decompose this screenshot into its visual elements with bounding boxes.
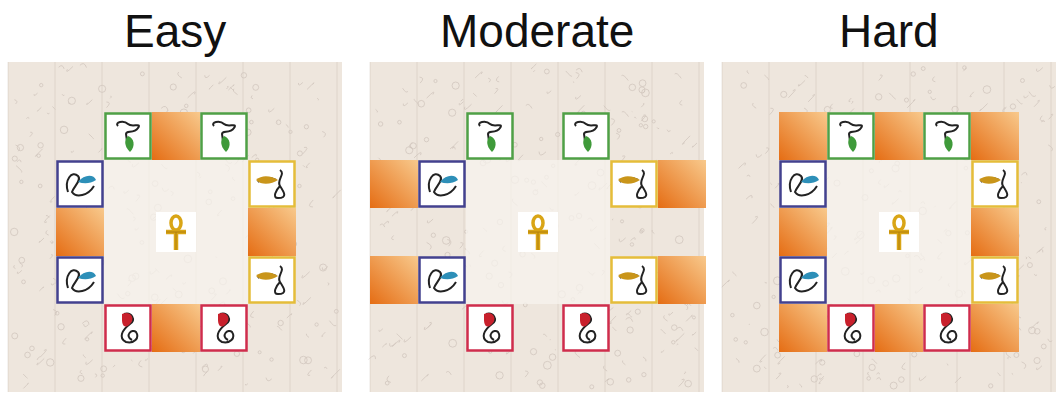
board-texture: [722, 62, 1055, 392]
hieroglyph-symbol: [479, 122, 501, 152]
hieroglyph-symbol: [484, 313, 500, 342]
blocker-tile: [971, 304, 1019, 352]
hieroglyph-symbol: [941, 313, 957, 342]
game-board: [722, 62, 1056, 392]
hieroglyph-symbol: [618, 170, 646, 198]
symbol-tile: [781, 162, 826, 207]
symbol-tile: [106, 306, 151, 351]
blocker-tile: [248, 208, 296, 256]
ankh-tile: [879, 212, 919, 252]
symbol-tile: [420, 258, 465, 303]
hieroglyph-symbol: [122, 313, 138, 342]
symbol-tile: [829, 306, 874, 351]
hieroglyph-symbol: [936, 122, 958, 152]
hieroglyph-symbol: [256, 170, 284, 198]
symbol-tile: [973, 258, 1018, 303]
board-ground: [370, 62, 704, 392]
symbol-tile: [612, 258, 657, 303]
blocker-tile: [56, 208, 104, 256]
hieroglyph-symbol: [67, 270, 96, 291]
board-ground: [8, 62, 342, 392]
symbol-tile: [202, 114, 247, 159]
ankh-tile: [518, 212, 558, 252]
blocker-tile: [370, 256, 418, 304]
board-ground: [722, 62, 1056, 392]
blocker-tile: [971, 208, 1019, 256]
hieroglyph-symbol: [790, 270, 819, 291]
symbol-tile: [468, 114, 513, 159]
blocker-tile: [370, 160, 418, 208]
symbol-tile: [202, 306, 247, 351]
symbol-tile: [781, 258, 826, 303]
blocker-tile: [152, 304, 200, 352]
hieroglyph-symbol: [790, 174, 819, 195]
hieroglyph-symbol: [67, 174, 96, 195]
hieroglyph-symbol: [618, 266, 646, 294]
blocker-tile: [779, 112, 827, 160]
hieroglyph-symbol: [979, 170, 1007, 198]
panel-heading: Hard: [839, 8, 939, 54]
symbol-tile: [468, 306, 513, 351]
blocker-tile: [875, 112, 923, 160]
panel-heading: Moderate: [440, 8, 634, 54]
blocker-tile: [658, 256, 706, 304]
symbol-tile: [58, 258, 103, 303]
hieroglyph-symbol: [256, 266, 284, 294]
symbol-tile: [925, 306, 970, 351]
hieroglyph-symbol: [889, 216, 909, 250]
board-field: [827, 160, 971, 304]
hieroglyph-symbol: [117, 122, 139, 152]
symbol-tile: [925, 114, 970, 159]
ankh-tile: [156, 212, 196, 252]
symbol-tile: [250, 162, 295, 207]
hieroglyph-symbol: [845, 313, 861, 342]
board-field: [466, 160, 610, 304]
symbol-tile: [250, 258, 295, 303]
symbol-tile: [612, 162, 657, 207]
hieroglyph-symbol: [575, 122, 597, 152]
board-texture: [8, 62, 341, 392]
symbol-tile: [973, 162, 1018, 207]
hieroglyph-symbol: [429, 174, 458, 195]
hieroglyph-symbol: [213, 122, 235, 152]
symbol-tile: [420, 162, 465, 207]
blocker-tile: [875, 304, 923, 352]
blocker-tile: [779, 208, 827, 256]
hieroglyph-symbol: [979, 266, 1007, 294]
game-board: [8, 62, 342, 392]
hieroglyph-symbol: [528, 216, 548, 250]
symbol-tile: [564, 306, 609, 351]
board-field: [104, 160, 248, 304]
blocker-tile: [658, 160, 706, 208]
hieroglyph-symbol: [840, 122, 862, 152]
panel-heading: Easy: [124, 8, 226, 54]
game-board: [369, 62, 706, 392]
board-texture: [369, 62, 699, 392]
blocker-tile: [152, 112, 200, 160]
hieroglyph-symbol: [429, 270, 458, 291]
blocker-tile: [779, 304, 827, 352]
hieroglyph-symbol: [580, 313, 596, 342]
symbol-tile: [829, 114, 874, 159]
symbol-tile: [58, 162, 103, 207]
symbol-tile: [106, 114, 151, 159]
hieroglyph-symbol: [166, 216, 186, 250]
symbol-tile: [564, 114, 609, 159]
hieroglyph-symbol: [218, 313, 234, 342]
blocker-tile: [971, 112, 1019, 160]
